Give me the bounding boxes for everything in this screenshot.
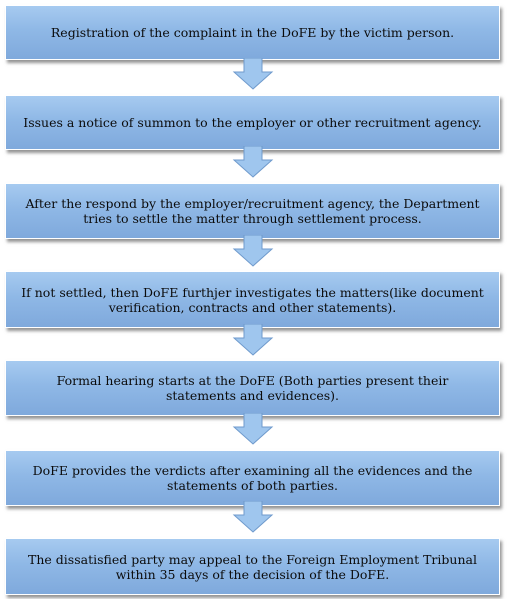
- step-2-summon-notice: Issues a notice of summon to the employe…: [5, 95, 500, 150]
- step-7-appeal: The dissatisfied party may appeal to the…: [5, 538, 500, 595]
- step-1-registration: Registration of the complaint in the DoF…: [5, 5, 500, 60]
- step-7-text: The dissatisfied party may appeal to the…: [28, 551, 477, 582]
- down-arrow-icon: [232, 324, 274, 356]
- down-arrow-icon: [232, 235, 274, 267]
- step-2-text: Issues a notice of summon to the employe…: [23, 115, 482, 130]
- step-5-text: Formal hearing starts at the DoFE (Both …: [56, 373, 449, 403]
- step-5-formal-hearing: Formal hearing starts at the DoFE (Both …: [5, 360, 500, 416]
- step-3-text: After the respond by the employer/recrui…: [25, 196, 480, 226]
- down-arrow-icon: [232, 58, 274, 90]
- down-arrow-icon: [232, 501, 274, 533]
- step-6-verdict: DoFE provides the verdicts after examini…: [5, 450, 500, 506]
- step-1-text: Registration of the complaint in the DoF…: [50, 25, 455, 40]
- down-arrow-icon: [232, 413, 274, 445]
- step-6-text: DoFE provides the verdicts after examini…: [32, 463, 473, 493]
- step-3-settlement: After the respond by the employer/recrui…: [5, 183, 500, 239]
- step-4-investigation: If not settled, then DoFE furthjer inves…: [5, 271, 500, 328]
- down-arrow-icon: [232, 146, 274, 178]
- step-4-text: If not settled, then DoFE furthjer inves…: [21, 284, 484, 315]
